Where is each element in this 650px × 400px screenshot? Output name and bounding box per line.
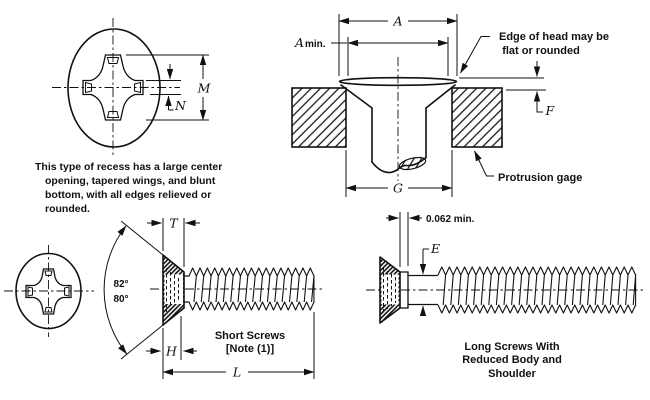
phillips-recess-outline (25, 268, 72, 315)
recess-plan-view: M N This type of recess has a large cent… (35, 18, 222, 215)
label-E: E (430, 241, 440, 256)
label-T: T (169, 216, 179, 231)
head-mid-band (381, 274, 399, 305)
label-Amin-suffix: min. (305, 39, 326, 50)
label-shoulder-min: 0.062 min. (426, 214, 475, 225)
gage-block-right (451, 87, 503, 148)
recess-wing-tip-left (27, 286, 33, 297)
label-F: F (545, 103, 556, 118)
head-cone-right (425, 84, 456, 109)
recess-wing-tip-right (64, 286, 70, 297)
long-screw-caption-line2: Reduced Body and (462, 354, 562, 366)
label-A: A (392, 14, 402, 29)
edge-note-leader (460, 36, 490, 74)
label-M: M (197, 81, 212, 96)
long-screw-caption-line1: Long Screws With (464, 341, 560, 353)
recess-wing-tip-top (106, 57, 120, 64)
phillips-recess-outline (82, 54, 144, 121)
thread-profile (188, 267, 315, 311)
protrusion-gage-label: Protrusion gage (498, 172, 582, 184)
body-break-section (398, 156, 427, 171)
recess-note-line4: rounded. (45, 203, 90, 215)
gage-section-view: A A min. Edge of head may be flat or rou… (291, 14, 609, 197)
short-screw-caption-line1: Short Screws (215, 330, 285, 342)
label-N: N (174, 98, 187, 113)
recess-wing-tip-right (134, 81, 141, 94)
recess-wing-tip-left (85, 81, 92, 94)
angle-arc (103, 225, 128, 355)
recess-note-line3: bottom, with all edges relieved or (45, 189, 211, 201)
label-L: L (232, 365, 241, 380)
label-G: G (393, 181, 403, 196)
head-cone-left (340, 84, 373, 109)
recess-wing-tip-bottom (44, 307, 53, 313)
head-mid-band (164, 274, 183, 304)
short-screw-view: T 82° 80° H L Short Screws [Note (1)] (103, 216, 322, 380)
short-screw-caption-line2: [Note (1)] (226, 343, 275, 355)
gage-block-left (291, 87, 347, 148)
label-H: H (165, 344, 178, 359)
angle-construction-bottom (120, 324, 164, 360)
label-angle-80: 80° (113, 294, 128, 305)
long-screw-caption-line3: Shoulder (488, 368, 536, 380)
phillips-front-view (4, 245, 94, 337)
edge-note-line2: flat or rounded (502, 45, 580, 57)
label-Amin-letter: A (294, 35, 304, 50)
head-outline (15, 252, 82, 330)
protrusion-gage-leader (474, 150, 494, 177)
recess-wing-tip-bottom (106, 111, 120, 118)
recess-note-line1: This type of recess has a large center (35, 161, 222, 173)
dim-F-leader-foot (536, 106, 543, 113)
label-angle-82: 82° (113, 279, 128, 290)
recess-note-line2: opening, tapered wings, and blunt (45, 175, 216, 187)
angle-construction-top (120, 220, 164, 256)
long-screw-view: 0.062 min. E Long Screws With Reduced Bo… (366, 212, 645, 380)
recess-wing-tip-top (44, 270, 53, 276)
edge-note-line1: Edge of head may be (499, 31, 609, 43)
head-outline (67, 28, 161, 148)
body-break-line (371, 156, 427, 174)
thread-profile (437, 266, 637, 314)
head-top-surface (338, 76, 458, 87)
